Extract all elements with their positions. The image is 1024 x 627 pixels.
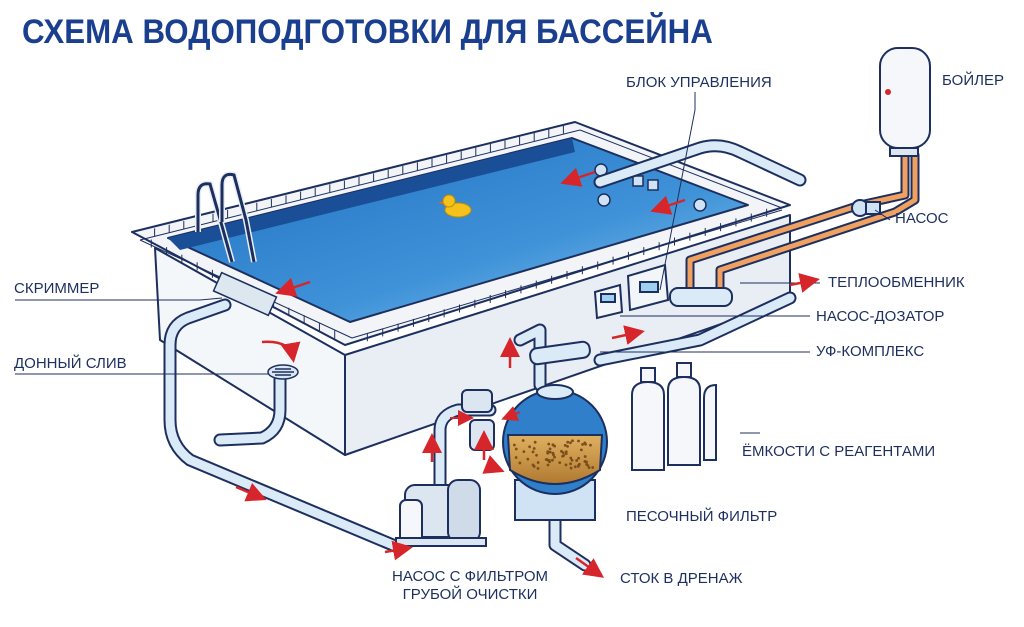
label-control-unit: БЛОК УПРАВЛЕНИЯ [626, 74, 772, 92]
bottom-drain [268, 365, 298, 379]
label-pump-with-filter: НАСОС С ФИЛЬТРОМ ГРУБОЙ ОЧИСТКИ [392, 568, 548, 604]
label-skimmer: СКРИММЕР [14, 280, 99, 298]
sand-filter [503, 385, 607, 520]
label-uv-complex: УФ-КОМПЛЕКС [816, 343, 924, 361]
heat-exchanger [670, 288, 732, 306]
coarse-filter-pump [396, 480, 486, 546]
label-sand-filter: ПЕСОЧНЫЙ ФИЛЬТР [626, 508, 777, 526]
boiler-pump [852, 200, 880, 216]
multiport-valve [462, 390, 494, 450]
label-dosing-pump: НАСОС-ДОЗАТОР [816, 308, 944, 326]
label-pump-top: НАСОС [895, 210, 949, 228]
label-boiler: БОЙЛЕР [942, 72, 1004, 90]
label-pump-with-filter-line2: ГРУБОЙ ОЧИСТКИ [392, 586, 548, 604]
boiler [880, 48, 930, 156]
label-reagent-tanks: ЁМКОСТИ С РЕАГЕНТАМИ [742, 443, 935, 461]
label-bottom-drain: ДОННЫЙ СЛИВ [14, 355, 127, 373]
label-heat-exchanger: ТЕПЛООБМЕННИК [828, 274, 965, 292]
label-drain-outlet: СТОК В ДРЕНАЖ [620, 570, 742, 588]
label-pump-with-filter-line1: НАСОС С ФИЛЬТРОМ [392, 568, 548, 586]
reagent-tanks [632, 363, 716, 470]
